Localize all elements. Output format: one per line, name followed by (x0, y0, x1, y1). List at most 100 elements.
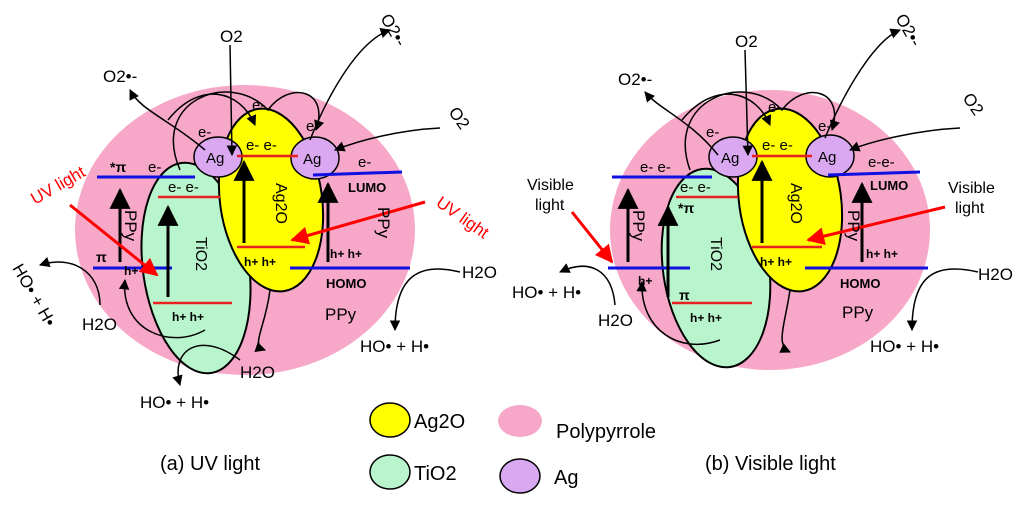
electron-transfer-top-curve (172, 91, 325, 171)
visible-light-label-left-1: Visible (527, 177, 574, 194)
e-ppy-right: e-e- (868, 154, 895, 171)
caption-b: (b) Visible light (705, 453, 836, 475)
ppy-right-label: PPy (844, 210, 863, 242)
radical-right-label: HO• + H• (360, 337, 429, 356)
h2o-bottom-curve (172, 344, 241, 387)
caption-a: (a) UV light (160, 453, 260, 475)
ppy-bottom-label: PPy (842, 303, 874, 322)
e-ag2o-top: e- (768, 99, 781, 116)
ppy-left-label: PPy (121, 210, 140, 242)
hole-transfer-left-curve (636, 280, 721, 345)
e-ag-right: e- (818, 118, 831, 135)
ag-right-label: Ag (303, 151, 321, 168)
radical-bottom-label: HO• + H• (140, 393, 209, 412)
e-ag2o-cb: e- e- (246, 137, 277, 154)
tio2-label: TiO2 (192, 237, 209, 271)
ppy-left-label: PPy (629, 210, 648, 242)
e-ag-left: e- (198, 124, 211, 141)
e-ppy-left: e- e- (640, 159, 671, 176)
h2o-left-label: H2O (82, 315, 117, 334)
o2-top-label: O2 (735, 32, 758, 51)
panel-a: O2 O2•- O2•- O2 e- e- e- Ag Ag e- e- *π … (9, 11, 497, 476)
lumo-label: LUMO (348, 180, 386, 195)
radical-right-label: HO• + H• (870, 337, 939, 356)
electron-transfer-curve-2 (681, 93, 772, 126)
o2-right-label: O2 (959, 89, 988, 118)
e-ag2o-top: e- (252, 97, 265, 114)
ag-left-label: Ag (206, 150, 224, 167)
legend-swatch-ag2o (369, 402, 411, 438)
e-tio2-cb: e- e- (680, 179, 711, 196)
uv-light-arrow-right (290, 200, 426, 245)
h2o-left-label: H2O (598, 311, 633, 330)
o2-right-curve (334, 127, 441, 152)
legend: Ag2O Polypyrrole TiO2 Ag (369, 402, 656, 494)
ag-particle-right (290, 136, 340, 180)
o2-to-o2-radical-curve-left (644, 91, 719, 156)
ppy-right-label: PPy (374, 207, 393, 239)
o2-to-o2-radical-curve-left (129, 89, 206, 151)
h-ppy-right: h+ h+ (866, 247, 898, 261)
uv-light-arrow-left (69, 203, 159, 277)
h2o-right-label: H2O (462, 263, 497, 282)
ag2o-label: Ag2O (787, 183, 804, 224)
e-ag-right: e- (306, 118, 319, 135)
visible-light-arrow-left (570, 211, 614, 264)
legend-label-tio2: TiO2 (414, 463, 457, 485)
panel-b: O2 O2•- O2•- O2 e- e- e- Ag Ag e- e- e- … (512, 11, 1013, 476)
hole-ag2o-curve (254, 289, 271, 352)
ppy-bottom-label: PPy (325, 305, 357, 324)
h-ppy-left: h+ (124, 264, 138, 278)
o2-radical-left-label: O2•- (103, 67, 137, 86)
o2-top-arrow (226, 44, 238, 157)
hole-ag2o-curve (779, 289, 791, 353)
h-ppy-right: h+ h+ (330, 247, 362, 261)
ag-right-label: Ag (818, 149, 836, 166)
h2o-right-label: H2O (978, 265, 1013, 284)
legend-label-ag2o: Ag2O (414, 411, 465, 433)
e-ag2o-cb: e- e- (762, 137, 793, 154)
h-tio2-vb: h+ h+ (172, 310, 204, 324)
o2-radical-right-label: O2•- (377, 11, 411, 50)
e-ppy-right: e- (358, 154, 371, 171)
ag2o-label: Ag2O (272, 183, 289, 224)
visible-light-arrow-right (806, 205, 946, 245)
homo-label: HOMO (326, 276, 366, 291)
legend-swatch-tio2 (369, 454, 411, 490)
pi-star-left: *π (678, 200, 694, 216)
legend-swatch-ag (499, 458, 541, 494)
ppy-lumo-line-right (827, 170, 921, 177)
h-ag2o-vb: h+ h+ (760, 255, 792, 269)
e-tio2-cb: e- e- (168, 179, 199, 196)
h-ppy-left: h+ (638, 274, 652, 288)
lumo-label: LUMO (870, 178, 908, 193)
o2-right-curve (849, 127, 961, 152)
electron-transfer-top-curve (684, 91, 840, 171)
legend-label-polypyrrole: Polypyrrole (556, 421, 656, 443)
ppy-lumo-line-right (312, 170, 403, 177)
radical-left-label: HO• + H• (512, 283, 581, 302)
h2o-left-curve (559, 263, 616, 306)
h2o-right-curve (906, 268, 979, 332)
pi-left: π (679, 287, 690, 303)
o2-right-label: O2 (445, 103, 474, 132)
pi-star-left: *π (110, 159, 126, 175)
o2-radical-left-label: O2•- (618, 70, 652, 89)
electron-transfer-curve-2 (167, 93, 257, 126)
o2-radical-right-label: O2•- (892, 11, 926, 50)
tio2-label: TiO2 (707, 237, 724, 271)
e-ppy-left: e- (148, 159, 161, 176)
pi-left: π (96, 249, 107, 265)
visible-light-label-right-2: light (955, 200, 985, 217)
hole-transfer-left-curve (118, 278, 206, 339)
homo-label: HOMO (840, 276, 880, 291)
visible-light-label-right-1: Visible (948, 180, 995, 197)
e-ag-left: e- (706, 124, 719, 141)
radical-left-label: HO• + H• (9, 261, 60, 330)
legend-swatch-polypyrrole (498, 405, 542, 437)
o2-top-arrow (742, 49, 753, 157)
h2o-right-curve (389, 268, 461, 332)
h2o-left-curve (39, 257, 101, 306)
